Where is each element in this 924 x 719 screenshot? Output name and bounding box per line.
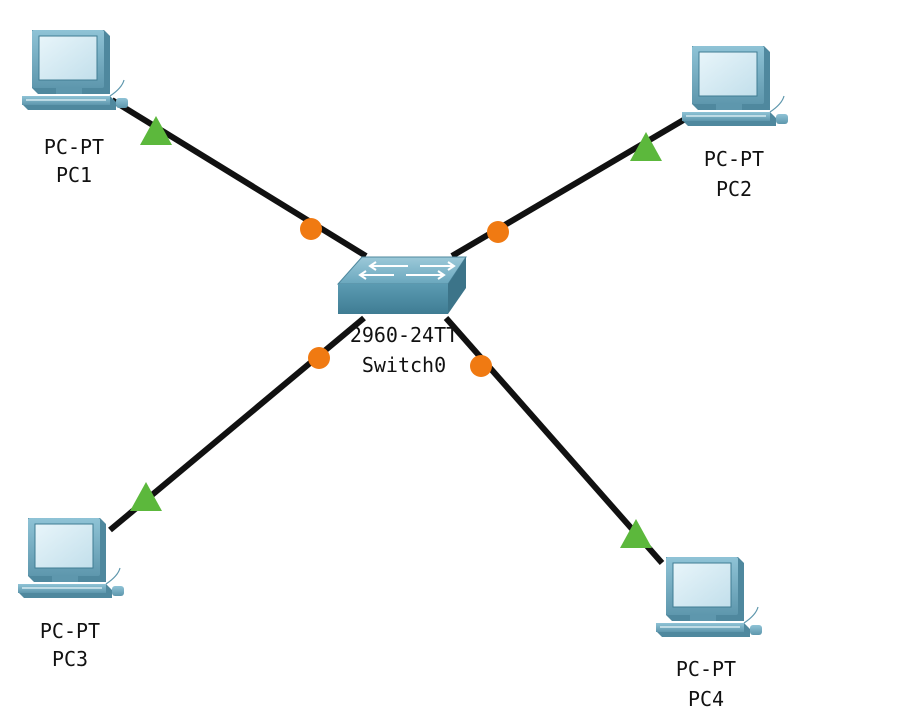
link-up-indicator-pc3 xyxy=(130,482,162,511)
pc-icon xyxy=(681,45,789,127)
pc4-model-label: PC-PT xyxy=(676,657,736,681)
link-up-indicator-pc2 xyxy=(630,132,662,161)
pc-icon xyxy=(17,517,125,599)
link-up-indicator-pc4 xyxy=(620,519,652,548)
link-up-indicator-pc1 xyxy=(140,116,172,145)
pc2-name-label: PC2 xyxy=(716,177,752,201)
pc-icon xyxy=(21,29,129,111)
pc4-name-label: PC4 xyxy=(688,687,724,711)
pc1-model-label: PC-PT xyxy=(44,135,104,159)
switch-name-label: Switch0 xyxy=(362,353,446,377)
device-pc1[interactable]: PC-PT PC1 xyxy=(21,29,129,187)
device-pc4[interactable]: PC-PT PC4 xyxy=(655,556,763,711)
link-pending-indicator-pc3 xyxy=(308,347,330,369)
switch-icon xyxy=(336,256,467,314)
link-status-pc-ends xyxy=(130,116,662,548)
pc3-model-label: PC-PT xyxy=(40,619,100,643)
pc2-model-label: PC-PT xyxy=(704,147,764,171)
pc3-name-label: PC3 xyxy=(52,647,88,671)
link-pc4-switch[interactable] xyxy=(443,316,665,565)
link-pc1-switch[interactable] xyxy=(110,97,368,259)
link-status-switch-ends xyxy=(300,218,509,377)
link-pending-indicator-pc4 xyxy=(470,355,492,377)
pc1-name-label: PC1 xyxy=(56,163,92,187)
link-pending-indicator-pc1 xyxy=(300,218,322,240)
link-pending-indicator-pc2 xyxy=(487,221,509,243)
pc-icon xyxy=(655,556,763,638)
switch-model-label: 2960-24TT xyxy=(350,323,458,347)
device-switch0[interactable]: 2960-24TT Switch0 xyxy=(336,256,467,377)
device-pc2[interactable]: PC-PT PC2 xyxy=(681,45,789,201)
device-pc3[interactable]: PC-PT PC3 xyxy=(17,517,125,671)
